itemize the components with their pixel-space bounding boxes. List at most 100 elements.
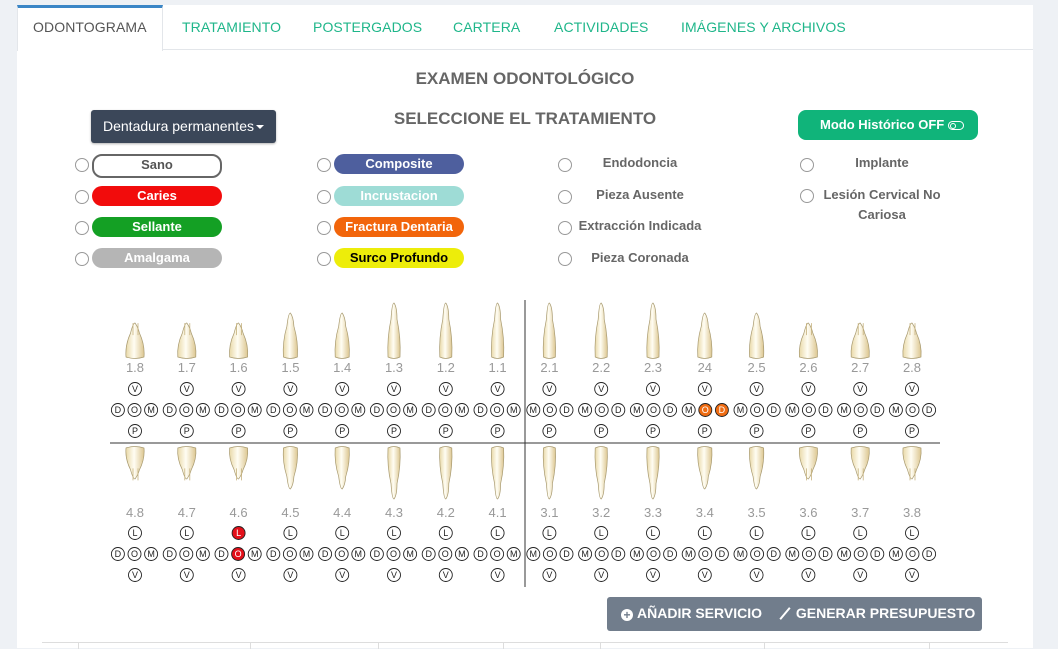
surface-o-2.5[interactable]: O xyxy=(750,403,765,417)
surface-v-3.1[interactable]: V xyxy=(542,568,557,582)
surface-o-4.7[interactable]: O xyxy=(179,547,194,561)
surface-v-3.7[interactable]: V xyxy=(853,568,868,582)
tooth-1-2[interactable] xyxy=(439,302,453,359)
tab-imagenes-archivos[interactable]: IMÁGENES Y ARCHIVOS xyxy=(681,19,846,35)
surface-o-1.5[interactable]: O xyxy=(282,403,297,417)
tooth-1-1[interactable] xyxy=(491,302,505,359)
tab-cartera[interactable]: CARTERA xyxy=(453,19,521,35)
surface-m-4.3[interactable]: M xyxy=(403,547,418,561)
surface-o-3.7[interactable]: O xyxy=(853,547,868,561)
surface-m-2.6[interactable]: M xyxy=(785,403,800,417)
treatment-caries[interactable]: Caries xyxy=(92,186,222,206)
surface-l-3.5[interactable]: L xyxy=(749,526,764,540)
surface-v-1.8[interactable]: V xyxy=(128,382,142,396)
surface-o-2.8[interactable]: O xyxy=(905,403,920,417)
surface-v-3.4[interactable]: V xyxy=(697,568,712,582)
tooth-3-2[interactable] xyxy=(594,446,608,500)
tooth-4-2[interactable] xyxy=(439,446,453,500)
surface-v-1.4[interactable]: V xyxy=(335,382,350,396)
surface-d-4.1[interactable]: D xyxy=(473,547,488,561)
surface-v-2.1[interactable]: V xyxy=(542,382,557,396)
surface-d-1.6[interactable]: D xyxy=(214,403,229,417)
treatment-implante[interactable]: Implante xyxy=(855,155,909,170)
radio-pieza-ausente[interactable] xyxy=(558,190,572,204)
surface-v-1.6[interactable]: V xyxy=(231,382,246,396)
surface-o-1.1[interactable]: O xyxy=(490,403,505,417)
tooth-2-6[interactable] xyxy=(798,322,818,359)
surface-d-2.8[interactable]: D xyxy=(922,403,937,417)
surface-p-2.3[interactable]: P xyxy=(646,424,660,438)
surface-v-3.3[interactable]: V xyxy=(646,568,660,582)
surface-o-4.6[interactable]: O xyxy=(231,547,246,561)
radio-lesion-cervical[interactable] xyxy=(800,189,814,203)
tooth-4-4[interactable] xyxy=(334,446,350,490)
surface-d-3.2[interactable]: D xyxy=(611,547,626,561)
treatment-sano[interactable]: Sano xyxy=(92,154,222,178)
surface-o-4.8[interactable]: O xyxy=(127,547,142,561)
surface-m-3.5[interactable]: M xyxy=(733,547,748,561)
surface-l-4.6[interactable]: L xyxy=(231,526,246,540)
surface-d-4.2[interactable]: D xyxy=(421,547,436,561)
treatment-composite[interactable]: Composite xyxy=(334,154,464,174)
surface-v-3.5[interactable]: V xyxy=(749,568,764,582)
surface-p-1.7[interactable]: P xyxy=(179,424,194,438)
surface-m-1.5[interactable]: M xyxy=(299,403,314,417)
surface-d-3.6[interactable]: D xyxy=(818,547,833,561)
surface-o-3.3[interactable]: O xyxy=(646,547,661,561)
surface-v-4.4[interactable]: V xyxy=(335,568,350,582)
surface-v-2.2[interactable]: V xyxy=(594,382,609,396)
surface-m-3.4[interactable]: M xyxy=(681,547,696,561)
surface-p-1.2[interactable]: P xyxy=(438,424,453,438)
surface-o-4.3[interactable]: O xyxy=(386,547,401,561)
surface-d-1.7[interactable]: D xyxy=(162,403,177,417)
surface-d-2.5[interactable]: D xyxy=(766,403,781,417)
surface-v-4.6[interactable]: V xyxy=(231,568,246,582)
surface-v-3.8[interactable]: V xyxy=(905,568,919,582)
surface-p-2.5[interactable]: P xyxy=(749,424,764,438)
surface-o-24[interactable]: O xyxy=(698,403,713,417)
surface-m-2.5[interactable]: M xyxy=(733,403,748,417)
add-service-button[interactable]: +AÑADIR SERVICIO xyxy=(621,597,762,629)
surface-l-3.7[interactable]: L xyxy=(853,526,868,540)
surface-o-3.6[interactable]: O xyxy=(801,547,816,561)
surface-v-2.3[interactable]: V xyxy=(646,382,660,396)
treatment-surco-profundo[interactable]: Surco Profundo xyxy=(334,248,464,268)
radio-sano[interactable] xyxy=(75,158,89,172)
surface-d-3.5[interactable]: D xyxy=(766,547,781,561)
surface-o-1.7[interactable]: O xyxy=(179,403,194,417)
tab-postergados[interactable]: POSTERGADOS xyxy=(313,19,423,35)
surface-p-2.1[interactable]: P xyxy=(542,424,557,438)
dentition-dropdown[interactable]: Dentadura permanentes xyxy=(91,110,276,143)
surface-v-3.6[interactable]: V xyxy=(801,568,816,582)
surface-m-2.1[interactable]: M xyxy=(526,403,541,417)
surface-p-2.2[interactable]: P xyxy=(594,424,609,438)
surface-o-2.7[interactable]: O xyxy=(853,403,868,417)
surface-o-1.8[interactable]: O xyxy=(127,403,142,417)
tab-tratamiento[interactable]: TRATAMIENTO xyxy=(182,19,282,35)
surface-m-3.1[interactable]: M xyxy=(526,547,541,561)
surface-d-1.2[interactable]: D xyxy=(421,403,436,417)
tooth-4-1[interactable] xyxy=(491,446,505,500)
treatment-extraccion-indicada[interactable]: Extracción Indicada xyxy=(578,218,702,233)
surface-o-1.2[interactable]: O xyxy=(438,403,453,417)
surface-p-2.6[interactable]: P xyxy=(801,424,816,438)
surface-d-4.7[interactable]: D xyxy=(162,547,177,561)
surface-d-2.7[interactable]: D xyxy=(870,403,885,417)
surface-v-2.6[interactable]: V xyxy=(801,382,816,396)
tooth-2-3[interactable] xyxy=(646,302,660,359)
surface-m-1.3[interactable]: M xyxy=(403,403,418,417)
surface-o-4.2[interactable]: O xyxy=(438,547,453,561)
surface-p-1.6[interactable]: P xyxy=(231,424,246,438)
surface-d-24[interactable]: D xyxy=(714,403,729,417)
surface-v-1.2[interactable]: V xyxy=(438,382,453,396)
radio-composite[interactable] xyxy=(317,158,331,172)
surface-o-2.6[interactable]: O xyxy=(801,403,816,417)
surface-o-1.3[interactable]: O xyxy=(386,403,401,417)
surface-l-4.8[interactable]: L xyxy=(128,526,142,540)
surface-o-3.8[interactable]: O xyxy=(905,547,920,561)
surface-m-4.2[interactable]: M xyxy=(454,547,469,561)
surface-m-2.8[interactable]: M xyxy=(888,403,903,417)
treatment-amalgama[interactable]: Amalgama xyxy=(92,248,222,268)
surface-m-1.7[interactable]: M xyxy=(195,403,210,417)
surface-v-1.7[interactable]: V xyxy=(179,382,194,396)
